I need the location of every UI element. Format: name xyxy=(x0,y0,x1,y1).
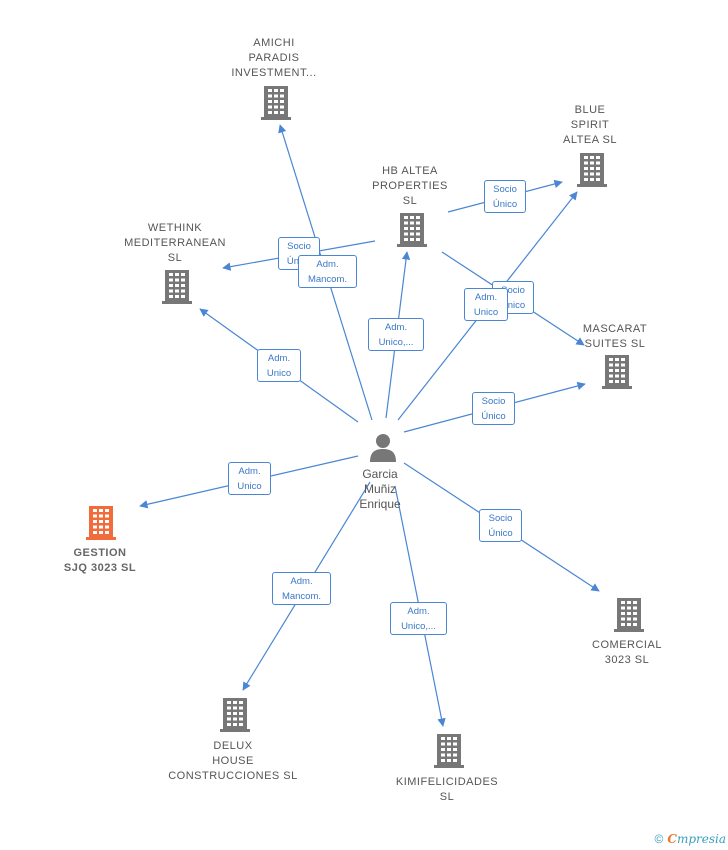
relation-text-line: Adm. xyxy=(267,353,291,364)
person-name-line: Enrique xyxy=(359,497,401,511)
company-label-wethink[interactable]: WETHINK MEDITERRANEAN SL xyxy=(100,221,250,266)
company-name-line: GESTION xyxy=(73,547,127,559)
company-name-line: SUITES SL xyxy=(584,338,646,350)
company-name-line: 3023 SL xyxy=(604,654,650,666)
brand-watermark: ©Cmpresia xyxy=(655,832,726,846)
company-name-line: AMICHI xyxy=(253,37,295,49)
company-name-line: INVESTMENT... xyxy=(231,67,317,79)
relation-text-line: Unico,... xyxy=(401,621,436,632)
relation-label[interactable]: Adm. Mancom. xyxy=(272,572,331,605)
relation-text-line: Unico xyxy=(237,481,262,492)
relation-text-line: Adm. xyxy=(290,576,313,587)
company-name-line: BLUE xyxy=(574,104,606,116)
company-label-amichi[interactable]: AMICHI PARADIS INVESTMENT... xyxy=(199,36,349,81)
company-name-line: KIMIFELICIDADES xyxy=(395,776,499,788)
relation-text-line: Único xyxy=(500,300,526,311)
company-name-line: SPIRIT xyxy=(570,119,610,131)
relation-text-line: Único xyxy=(481,411,506,422)
relation-text-line: Unico xyxy=(473,307,499,318)
relation-label[interactable]: Adm. Unico xyxy=(257,349,301,382)
company-label-kimi[interactable]: KIMIFELICIDADES SL xyxy=(372,775,522,805)
company-label-comercial[interactable]: COMERCIAL 3023 SL xyxy=(552,638,702,668)
relation-text-line: Unico,... xyxy=(378,337,414,348)
company-name-line: SL xyxy=(167,252,183,264)
relation-text-line: Unico xyxy=(266,368,292,379)
building-icon[interactable] xyxy=(162,269,192,310)
company-name-line: DELUX xyxy=(213,740,253,752)
company-label-delux[interactable]: DELUX HOUSE CONSTRUCCIONES SL xyxy=(158,739,308,784)
person-name-line: Muñiz xyxy=(363,482,396,496)
relation-text-line: Adm. xyxy=(238,466,261,477)
company-name-line: WETHINK xyxy=(147,222,203,234)
relation-text-line: Socio xyxy=(493,184,517,195)
company-label-blue[interactable]: BLUE SPIRIT ALTEA SL xyxy=(515,103,665,148)
company-name-line: MASCARAT xyxy=(582,323,648,335)
relation-text-line: Único xyxy=(488,528,513,539)
company-name-line: PARADIS xyxy=(248,52,300,64)
relation-label[interactable]: Adm. Mancom. xyxy=(298,255,357,288)
building-icon[interactable] xyxy=(577,152,607,193)
building-icon[interactable] xyxy=(602,354,632,395)
company-name-line: COMERCIAL xyxy=(592,639,662,651)
relation-label[interactable]: Adm. Unico xyxy=(464,288,508,321)
company-name-line: ALTEA SL xyxy=(563,134,617,146)
building-icon[interactable] xyxy=(220,697,250,738)
company-label-gestion[interactable]: GESTION SJQ 3023 SL xyxy=(25,546,175,576)
relation-text-line: Socio xyxy=(287,241,311,252)
relation-text-line: Adm. xyxy=(407,606,430,617)
relation-text-line: Adm. xyxy=(316,259,339,270)
company-name-line: SL xyxy=(439,791,455,803)
building-icon[interactable] xyxy=(434,733,464,774)
building-icon[interactable] xyxy=(397,212,427,253)
relation-text-line: Socio xyxy=(481,396,506,407)
company-name-line: HB ALTEA xyxy=(382,165,438,177)
relation-text-line: Mancom. xyxy=(307,274,348,285)
relation-text-line: Socio xyxy=(488,513,513,524)
company-name-line: CONSTRUCCIONES SL xyxy=(168,770,298,782)
company-name-line: HOUSE xyxy=(212,755,254,767)
company-label-hb[interactable]: HB ALTEA PROPERTIES SL xyxy=(335,164,485,209)
company-name-line: SJQ 3023 SL xyxy=(63,562,137,574)
brand-name: mpresia xyxy=(676,832,726,846)
person-name-line: Garcia xyxy=(362,467,398,481)
company-label-mascarat[interactable]: MASCARAT SUITES SL xyxy=(540,322,690,352)
relation-label[interactable]: Adm. Unico,... xyxy=(368,318,424,351)
company-name-line: SL xyxy=(402,195,418,207)
relation-text-line: Socio xyxy=(501,285,525,296)
copyright-mark: © xyxy=(654,832,664,846)
brand-initial: C xyxy=(667,832,677,846)
company-name-line: MEDITERRANEAN xyxy=(124,237,226,249)
relation-label[interactable]: Adm. Unico,... xyxy=(390,602,447,635)
building-icon[interactable] xyxy=(614,597,644,638)
relation-text-line: Único xyxy=(492,199,518,210)
company-name-line: PROPERTIES xyxy=(372,180,448,192)
relation-text-line: Adm. xyxy=(384,322,408,333)
relation-label[interactable]: Adm. Unico xyxy=(228,462,271,495)
person-icon[interactable] xyxy=(369,433,397,468)
building-icon[interactable] xyxy=(86,505,116,546)
building-icon[interactable] xyxy=(261,85,291,126)
relation-text-line: Adm. xyxy=(474,292,498,303)
relation-text-line: Mancom. xyxy=(281,591,322,602)
